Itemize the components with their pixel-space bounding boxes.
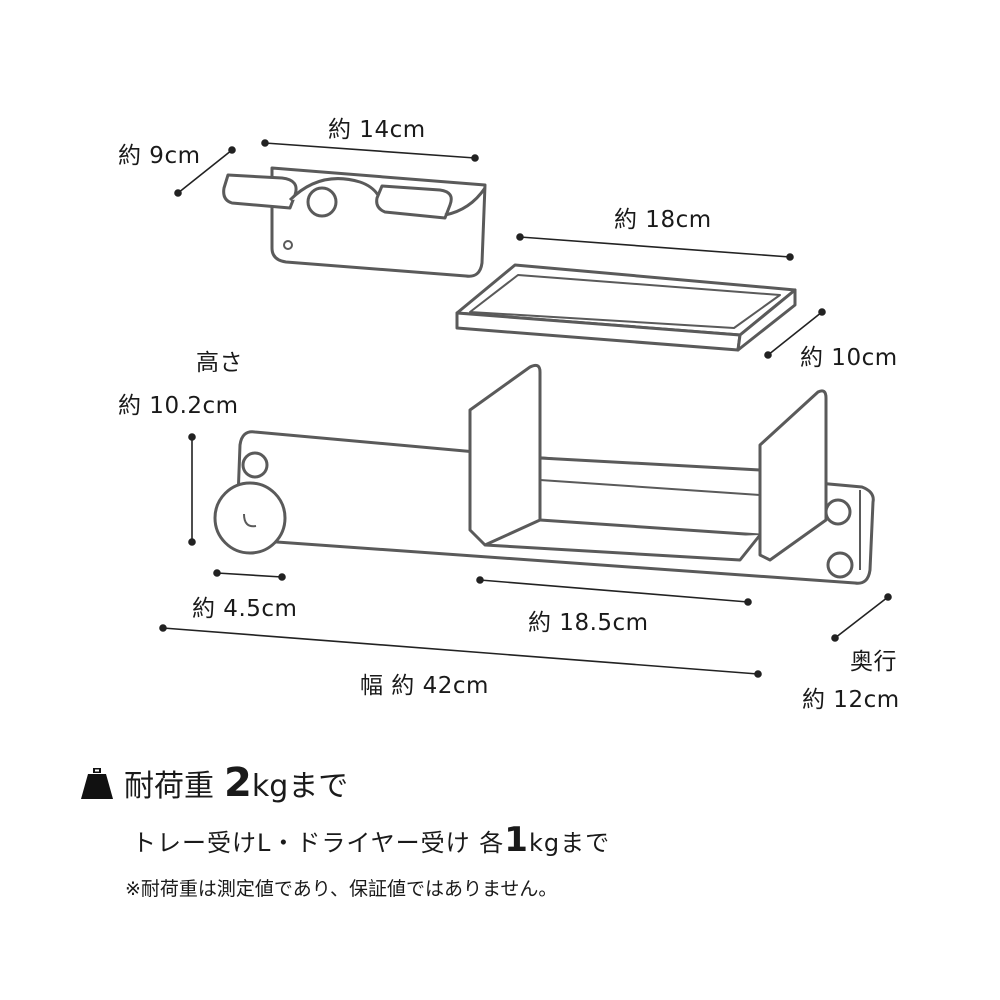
- tray-drawing: [455, 263, 797, 352]
- load-unit: kgまで: [251, 769, 349, 804]
- sub-load-unit: kgまで: [528, 829, 611, 857]
- sub-load-label: トレー受けL・ドライヤー受け 各: [132, 829, 505, 857]
- weight-icon: [81, 768, 113, 799]
- hook-width-label: 約 4.5cm: [192, 596, 298, 622]
- load-value: 2: [224, 760, 252, 806]
- dryer-width-label: 約 14cm: [328, 117, 426, 143]
- main-body-drawing: [213, 363, 875, 585]
- load-label: 耐荷重: [124, 769, 214, 804]
- load-capacity: 耐荷重 2 kgまで: [80, 760, 348, 806]
- tray-width-label: 約 18cm: [614, 207, 712, 233]
- tray-depth-label: 約 10cm: [800, 345, 898, 371]
- depth-title: 奥行: [850, 649, 897, 675]
- depth-label: 約 12cm: [802, 687, 900, 713]
- load-note: ※耐荷重は測定値であり、保証値ではありません。: [125, 878, 558, 900]
- dryer-holder-drawing: [222, 166, 487, 278]
- sub-load-value: 1: [504, 820, 529, 860]
- shelf-width-label: 約 18.5cm: [528, 610, 649, 636]
- height-label: 約 10.2cm: [118, 393, 239, 419]
- dimension-lines: [159, 139, 892, 678]
- sub-load-capacity: トレー受けL・ドライヤー受け 各1kgまで: [132, 820, 610, 860]
- total-width-label: 幅 約 42cm: [360, 673, 489, 699]
- dryer-depth-label: 約 9cm: [118, 143, 201, 169]
- height-title: 高さ: [196, 350, 243, 376]
